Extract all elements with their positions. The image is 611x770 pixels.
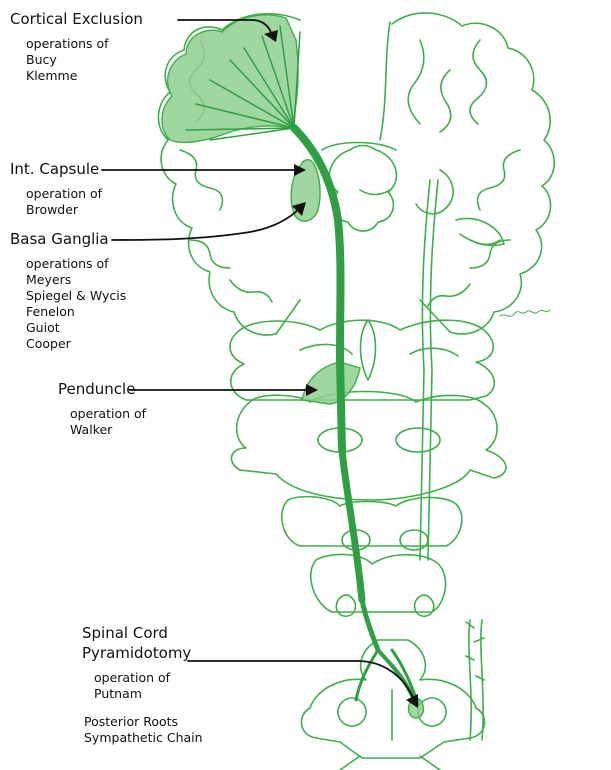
sympathetic-chain [466,620,484,740]
label-spinal-cord-line-2: Putnam [94,688,142,701]
label-basa-ganglia-line-2: Meyers [26,274,71,287]
label-peduncle-line-2: Walker [70,424,112,437]
arrow-basal [112,208,300,240]
label-basa-ganglia-line-4: Fenelon [26,306,75,319]
label-basa-ganglia-line-3: Spiegel & Wycis [26,290,126,303]
signature-scribble [500,310,550,316]
label-spinal-cord-title: Spinal Cord [82,626,168,641]
label-cortical-exclusion-line-3: Klemme [26,70,77,83]
label-cortical-exclusion-line-2: Bucy [26,54,57,67]
medulla [282,497,462,546]
label-int-capsule-line-2: Browder [26,204,78,217]
pons [231,392,506,501]
label-basa-ganglia-title: Basa Ganglia [10,232,109,247]
label-posterior-roots: Posterior Roots [84,716,178,729]
spinal-cord-section [301,640,484,758]
label-pyramidotomy-title: Pyramidotomy [82,646,191,661]
peduncle-area [302,362,360,404]
label-basa-ganglia-line-6: Cooper [26,338,71,351]
midline [380,22,390,140]
label-int-capsule-title: Int. Capsule [10,162,99,177]
label-sympathetic-chain: Sympathetic Chain [84,732,203,745]
label-peduncle-line-1: operation of [70,408,146,421]
label-basa-ganglia-line-1: operations of [26,258,109,271]
label-basa-ganglia-line-5: Guiot [26,322,60,335]
label-spinal-cord-line-1: operation of [94,672,170,685]
label-peduncle-title: Penduncle [58,382,135,397]
arrow-spinal [188,661,414,700]
label-int-capsule-line-1: operation of [26,188,102,201]
label-cortical-exclusion-title: Cortical Exclusion [10,12,143,27]
label-cortical-exclusion-line-1: operations of [26,38,109,51]
